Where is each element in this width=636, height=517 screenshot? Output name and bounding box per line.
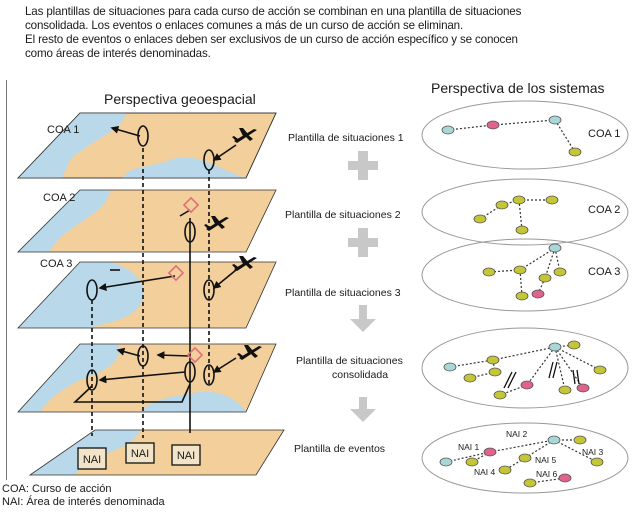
legend: COA: Curso de acción NAI: Área de interé…	[2, 483, 165, 509]
layer-coa1: COA 1	[17, 112, 277, 179]
events-template-label: Plantilla de eventos	[294, 443, 385, 455]
system-coa3: COA 3	[421, 238, 629, 312]
template-3-label: Plantilla de situaciones 3	[285, 287, 401, 299]
nai-box-b: NAI	[125, 442, 155, 464]
system-events: NAI 1 NAI 2 NAI 3 NAI 4 NAI 5 NAI 6	[421, 422, 629, 494]
geo-links	[72, 125, 237, 403]
legend-coa: COA: Curso de acción	[2, 483, 112, 495]
svg-text:NAI: NAI	[177, 450, 195, 462]
plus-icon	[348, 151, 378, 257]
layer-events	[28, 429, 285, 476]
nai-3-label: NAI 3	[582, 447, 604, 457]
consolidated-label-line1: Plantilla de situaciones	[296, 355, 403, 367]
vertical-links	[91, 148, 210, 438]
intro-line-2: consolidada. Los eventos o enlaces comun…	[25, 19, 464, 32]
layer-label-coa2: COA 2	[43, 192, 75, 204]
geo-nodes	[86, 125, 215, 391]
nai-5-label: NAI 5	[535, 455, 557, 465]
template-2-label: Plantilla de situaciones 2	[285, 209, 401, 221]
nai-4-label: NAI 4	[474, 467, 496, 477]
layer-label-coa3: COA 3	[40, 258, 72, 270]
diamond-markers	[167, 196, 204, 364]
svg-text:NAI: NAI	[83, 454, 101, 466]
template-1-label: Plantilla de situaciones 1	[288, 132, 404, 144]
system-label-coa1: COA 1	[588, 128, 620, 140]
system-label-coa2: COA 2	[588, 204, 620, 216]
layer-label-coa1: COA 1	[47, 124, 79, 136]
system-coa2: COA 2	[421, 178, 629, 246]
layer-coa2: COA 2	[17, 189, 277, 253]
intro-text: Las plantillas de situaciones para cada …	[25, 5, 633, 61]
intro-line-4: como áreas de interés denominadas.	[25, 47, 211, 60]
consolidated-label-line2: consolidada	[332, 369, 388, 381]
nai-6-label: NAI 6	[536, 469, 558, 479]
heading-geospatial: Perspectiva geoespacial	[104, 91, 256, 107]
left-divider	[6, 80, 7, 480]
svg-text:NAI: NAI	[131, 448, 149, 460]
legend-nai: NAI: Área de interés denominada	[2, 496, 165, 508]
arrow-down-icon	[350, 305, 376, 422]
nai-box-a: NAI	[77, 447, 107, 470]
nai-2-label: NAI 2	[506, 429, 528, 439]
nai-1-label: NAI 1	[458, 442, 480, 452]
system-consolidated	[421, 327, 629, 409]
intro-line-3: El resto de eventos o enlaces deben ser …	[25, 33, 518, 46]
nai-box-c: NAI	[171, 444, 201, 466]
heading-systems: Perspectiva de los sistemas	[431, 80, 605, 96]
system-coa1: COA 1	[421, 100, 629, 170]
system-label-coa3: COA 3	[588, 266, 620, 278]
layer-coa3: COA 3	[17, 258, 277, 329]
intro-line-1: Las plantillas de situaciones para cada …	[25, 5, 522, 18]
